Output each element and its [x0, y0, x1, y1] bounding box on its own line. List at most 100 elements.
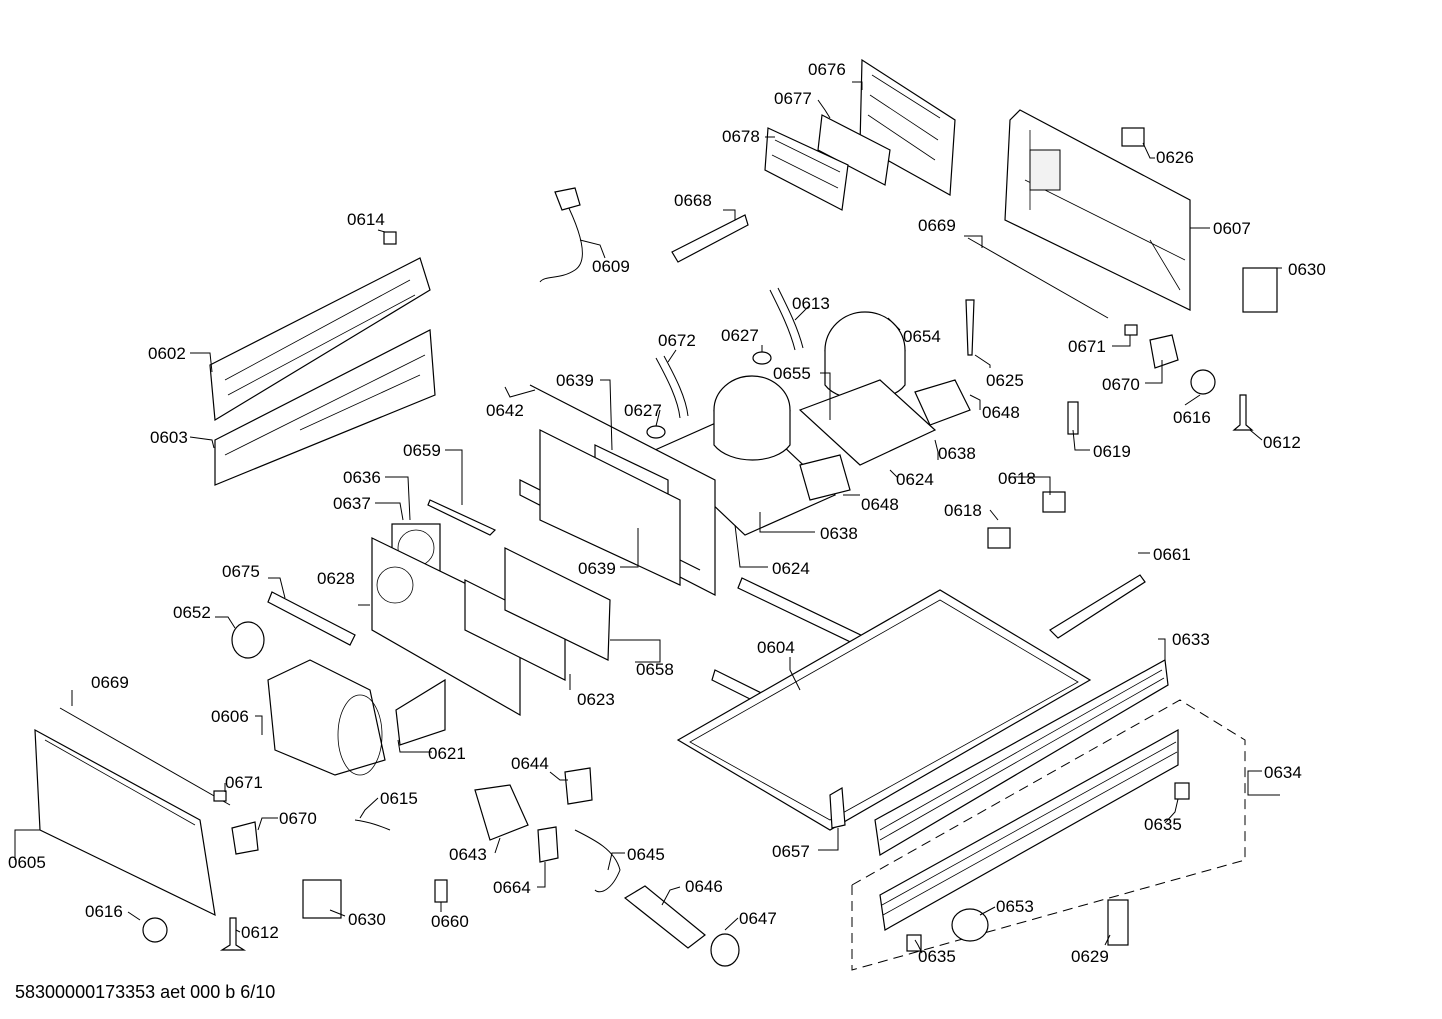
label-0660: 0660 [431, 912, 469, 931]
part-0661 [1049, 574, 1146, 639]
label-0676: 0676 [808, 60, 846, 79]
part-0672-hose [655, 357, 681, 419]
label-0672: 0672 [658, 331, 696, 350]
label-0630-top: 0630 [1288, 260, 1326, 279]
part-enclosure-box [539, 429, 681, 586]
part-0618-b [987, 527, 1011, 549]
label-0618-right: 0618 [998, 469, 1036, 488]
label-0625: 0625 [986, 371, 1024, 390]
part-0627-grommet-b [646, 425, 666, 439]
label-0643: 0643 [449, 845, 487, 864]
part-0616-left [142, 917, 168, 943]
label-0644: 0644 [511, 754, 549, 773]
label-0618-left: 0618 [944, 501, 982, 520]
part-0630-bracket-top [1242, 267, 1278, 313]
label-0602: 0602 [148, 344, 186, 363]
parts-drawing [34, 58, 1278, 971]
label-0647: 0647 [739, 909, 777, 928]
label-0659: 0659 [403, 441, 441, 460]
part-0613-hose [769, 289, 796, 351]
label-0657: 0657 [772, 842, 810, 861]
label-0642: 0642 [486, 401, 524, 420]
part-0676-plate [859, 58, 956, 196]
part-0671-left [213, 790, 227, 802]
label-0658: 0658 [636, 660, 674, 679]
label-0615: 0615 [380, 789, 418, 808]
label-0619: 0619 [1093, 442, 1131, 461]
part-0638-base-plate-right [798, 379, 937, 466]
part-0625-drier [965, 299, 975, 356]
part-0633-grille [874, 659, 1169, 856]
label-0623: 0623 [577, 690, 615, 709]
part-0635-clip-a [1174, 782, 1190, 800]
part-0618-a [1042, 491, 1066, 513]
label-0655: 0655 [773, 364, 811, 383]
part-0612-left [219, 917, 247, 951]
label-0653: 0653 [996, 897, 1034, 916]
label-0616-left: 0616 [85, 902, 123, 921]
part-0669-rod-left [59, 707, 231, 806]
part-0606-housing [267, 659, 386, 776]
label-0624-top: 0624 [896, 470, 934, 489]
part-0621-blade [395, 678, 446, 746]
label-0646: 0646 [685, 877, 723, 896]
label-0624-bottom: 0624 [772, 559, 810, 578]
label-0612-top: 0612 [1263, 433, 1301, 452]
label-0639-bottom: 0639 [578, 559, 616, 578]
part-0619 [1067, 401, 1079, 435]
part-0668-bracket [671, 214, 749, 263]
part-0647-cap [710, 933, 740, 967]
part-0644-valve [564, 767, 593, 805]
label-0664: 0664 [493, 878, 531, 897]
part-0653-cap [951, 908, 989, 942]
part-0616-top [1190, 369, 1216, 395]
part-0670-left [231, 821, 259, 855]
label-0633: 0633 [1172, 630, 1210, 649]
label-0675: 0675 [222, 562, 260, 581]
leader-lines [14, 81, 1282, 954]
label-0626: 0626 [1156, 148, 1194, 167]
label-0645: 0645 [627, 845, 665, 864]
label-0603: 0603 [150, 428, 188, 447]
part-0607-rear-panel [1004, 109, 1191, 311]
label-0629: 0629 [1071, 947, 1109, 966]
label-0614: 0614 [347, 210, 385, 229]
part-0626 [1121, 127, 1145, 147]
label-0669-top: 0669 [918, 216, 956, 235]
part-0648-relay-a [914, 379, 971, 426]
part-0659-sensor [427, 499, 497, 536]
label-0621: 0621 [428, 744, 466, 763]
label-0639-top: 0639 [556, 371, 594, 390]
part-0627-grommet-a [752, 351, 772, 365]
label-0668: 0668 [674, 191, 712, 210]
label-0637: 0637 [333, 494, 371, 513]
part-tray [676, 589, 1092, 831]
part-0635-clip-b [906, 934, 922, 952]
part-0634-outline [851, 699, 1246, 971]
part-0657 [829, 787, 846, 829]
part-0648-relay-b [799, 454, 851, 501]
part-0658-frame [504, 547, 611, 661]
label-0636: 0636 [343, 468, 381, 487]
label-0627-top: 0627 [721, 326, 759, 345]
label-0627-mid: 0627 [624, 401, 662, 420]
label-0678: 0678 [722, 127, 760, 146]
part-0671-top [1124, 324, 1138, 336]
label-0634: 0634 [1264, 763, 1302, 782]
label-0670-top: 0670 [1102, 375, 1140, 394]
part-0634-grille [879, 728, 1179, 931]
label-0648-top: 0648 [982, 403, 1020, 422]
label-0648-bottom: 0648 [861, 495, 899, 514]
part-0678-board [764, 127, 849, 211]
part-0605-panel [34, 728, 216, 917]
part-0612-top [1232, 394, 1254, 431]
label-0638-bottom: 0638 [820, 524, 858, 543]
label-0661: 0661 [1153, 545, 1191, 564]
part-0677-board [817, 114, 891, 186]
label-0605: 0605 [8, 853, 46, 872]
part-0629 [1107, 899, 1129, 946]
part-0615-wire [354, 819, 391, 831]
part-0660 [434, 879, 448, 903]
label-0628: 0628 [317, 569, 355, 588]
